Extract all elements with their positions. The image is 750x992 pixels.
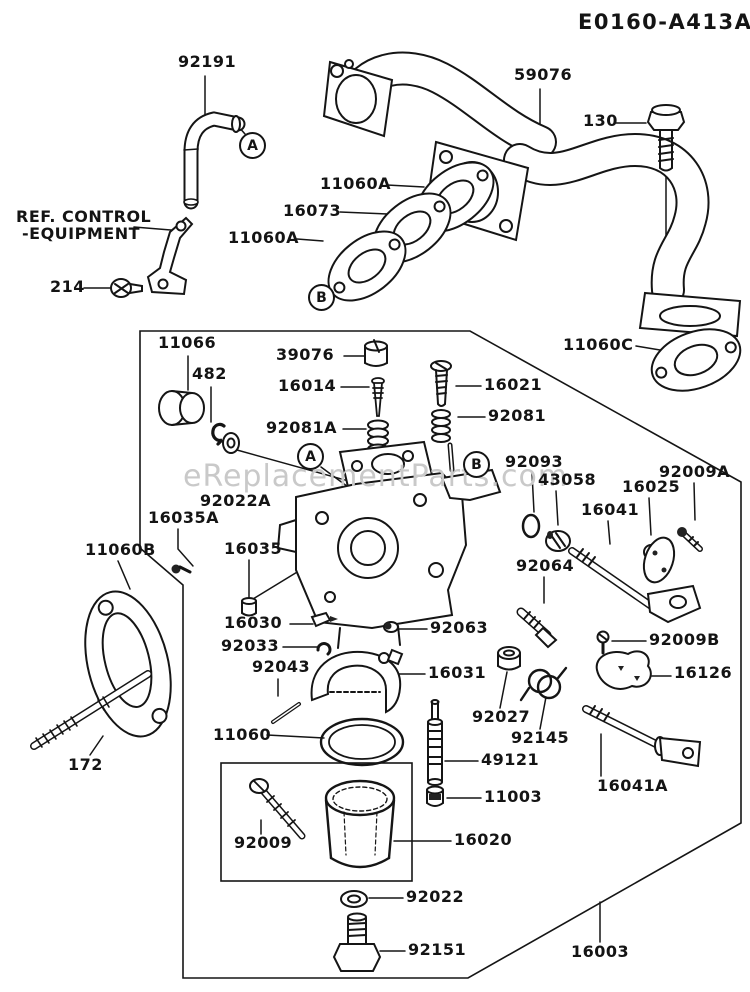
screw-16035a-tip [178, 565, 192, 574]
clip-482-drawing [211, 422, 226, 446]
spring-92081-drawing [431, 409, 451, 443]
part-43058-drawing [545, 530, 571, 552]
part-label-11060c: 11060C [563, 335, 634, 354]
part-label-16021: 16021 [484, 375, 543, 394]
screw-92009b-drawing [596, 630, 610, 655]
nozzle-49121-drawing [427, 699, 443, 786]
control-bracket-drawing [146, 216, 194, 296]
plug-92063-drawing [383, 621, 399, 633]
cap-11066-drawing [158, 390, 205, 426]
part-label-92009: 92009 [234, 833, 293, 852]
watermark: eReplacementParts.com [183, 459, 569, 494]
part-label-92093: 92093 [505, 452, 564, 471]
part-label-214: 214 [50, 277, 85, 296]
part-label-16041: 16041 [581, 500, 640, 519]
part-label-92009a: 92009A [659, 462, 731, 481]
part-label-16030: 16030 [224, 613, 283, 632]
part-label-11060a: 11060A [228, 228, 300, 247]
view-marker-b: B [308, 284, 335, 311]
part-label-11060a: 11060A [320, 174, 392, 193]
part-label-92022a: 92022A [200, 491, 272, 510]
choke-shaft-16041-drawing [568, 536, 702, 624]
pilot-screw-16014-drawing [371, 377, 385, 417]
part-label-92081: 92081 [488, 406, 547, 425]
part-label-92145: 92145 [511, 728, 570, 747]
carburetor-body-drawing [276, 440, 502, 649]
screw-16035a-drawing [171, 564, 181, 574]
manifold-gaskets-drawing [327, 161, 742, 392]
intake-manifold-drawing [322, 51, 742, 338]
part-label-11060b: 11060B [85, 540, 156, 559]
part-label-11060: 11060 [213, 725, 272, 744]
part-label-172: 172 [68, 755, 103, 774]
part-label-16025: 16025 [622, 477, 681, 496]
jet-16035-drawing [241, 597, 257, 617]
part-label-92064: 92064 [516, 556, 575, 575]
part-label-43058: 43058 [538, 470, 597, 489]
part-label-equipment: -EQUIPMENT [22, 224, 140, 243]
spring-92145-drawing [519, 666, 568, 702]
float-bowl-16020-drawing [324, 779, 396, 869]
part-label-16020: 16020 [454, 830, 513, 849]
part-label-16035: 16035 [224, 539, 283, 558]
part-label-16126: 16126 [674, 663, 733, 682]
screw-92009a-drawing [677, 527, 703, 552]
screw-16021-drawing [430, 360, 452, 407]
part-label-11003: 11003 [484, 787, 543, 806]
diagram-code: E0160-A413A [578, 10, 750, 34]
part-label-11066: 11066 [158, 333, 217, 352]
throttle-valve-16126-drawing [595, 650, 652, 690]
pilot-jet-92064-drawing [516, 607, 558, 649]
plug-11003-drawing [426, 785, 444, 807]
screw-92009-drawing [249, 778, 306, 840]
view-marker-a: A [297, 443, 324, 470]
stud-172-drawing [30, 670, 152, 750]
part-label-130: 130 [583, 111, 618, 130]
limiter-39076-drawing [364, 339, 388, 367]
part-label-92009b: 92009B [649, 630, 720, 649]
oring-92093-drawing [521, 513, 541, 539]
washer-92022-drawing [340, 890, 368, 908]
collar-92027-drawing [497, 646, 521, 671]
part-label-16014: 16014 [278, 376, 337, 395]
screw-214-drawing [110, 278, 143, 298]
part-label-92191: 92191 [178, 52, 237, 71]
part-label-16035a: 16035A [148, 508, 220, 527]
view-marker-a: A [239, 132, 266, 159]
part-label-59076: 59076 [514, 65, 573, 84]
pin-92043-drawing [271, 702, 301, 724]
view-marker-b: B [463, 451, 490, 478]
part-label-refcontrol: REF. CONTROL [16, 207, 152, 226]
part-label-16073: 16073 [283, 201, 342, 220]
part-label-92027: 92027 [472, 707, 531, 726]
part-label-92151: 92151 [408, 940, 467, 959]
part-label-92081a: 92081A [266, 418, 338, 437]
bolt-92151-drawing [332, 912, 382, 972]
breather-tube-drawing [183, 111, 246, 210]
bolt-130-drawing [646, 104, 686, 172]
washer-92022a-drawing [222, 432, 240, 454]
float-16031-drawing [310, 648, 404, 714]
needle-valve-16030-drawing [310, 611, 338, 628]
part-label-39076: 39076 [276, 345, 335, 364]
carburetor-group-box [139, 330, 742, 979]
part-label-49121: 49121 [481, 750, 540, 769]
part-label-92063: 92063 [430, 618, 489, 637]
part-label-92022: 92022 [406, 887, 465, 906]
part-label-16031: 16031 [428, 663, 487, 682]
bowl-subgroup-box [220, 762, 413, 882]
gasket-11060b-drawing [84, 590, 172, 738]
part-label-92033: 92033 [221, 636, 280, 655]
clip-92033-drawing [316, 642, 332, 656]
throttle-shaft-16041a-drawing [582, 705, 702, 768]
part-label-16003: 16003 [571, 942, 630, 961]
bowl-gasket-11060-drawing [319, 717, 405, 767]
part-label-92043: 92043 [252, 657, 311, 676]
part-label-482: 482 [192, 364, 227, 383]
part-label-16041a: 16041A [597, 776, 669, 795]
